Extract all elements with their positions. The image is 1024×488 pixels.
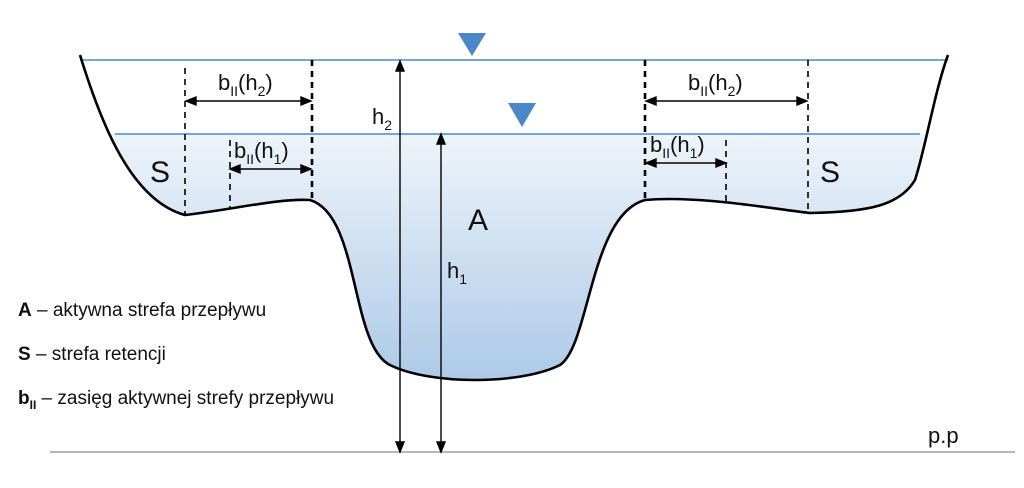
legend-key: A <box>18 300 32 321</box>
legend-item-b: bII – zasięg aktywnej strefy przepływu <box>18 388 334 412</box>
label-h2: h2 <box>372 104 392 133</box>
legend-text: – aktywna strefa przepływu <box>31 300 267 321</box>
legend-item-S: S – strefa retencji <box>18 344 166 366</box>
label-b-h2-left: bII(h2) <box>218 70 273 99</box>
zone-boundaries <box>184 60 809 215</box>
legend-text: – strefa retencji <box>30 344 166 365</box>
depth-arrows <box>394 59 447 454</box>
label-h1: h1 <box>447 258 467 287</box>
legend-key-sub: II <box>29 397 37 412</box>
label-zone-A: A <box>468 204 488 237</box>
label-b-h1-left: bII(h1) <box>234 138 289 167</box>
legend-item-A: A – aktywna strefa przepływu <box>18 300 266 322</box>
label-datum: p.p <box>928 423 959 448</box>
label-zone-S-left: S <box>150 156 170 189</box>
channel-bed <box>78 54 950 382</box>
label-b-h2-right: bII(h2) <box>688 70 743 99</box>
water-level-marker-h1 <box>508 103 536 127</box>
legend-text: – zasięg aktywnej strefy przepływu <box>36 388 335 409</box>
legend-key: S <box>18 344 31 365</box>
label-b-h1-right: bII(h1) <box>650 132 705 161</box>
legend-key: b <box>18 388 30 409</box>
label-zone-S-right: S <box>820 156 840 189</box>
width-arrows <box>184 95 809 175</box>
water-level-marker-h2 <box>458 33 486 56</box>
